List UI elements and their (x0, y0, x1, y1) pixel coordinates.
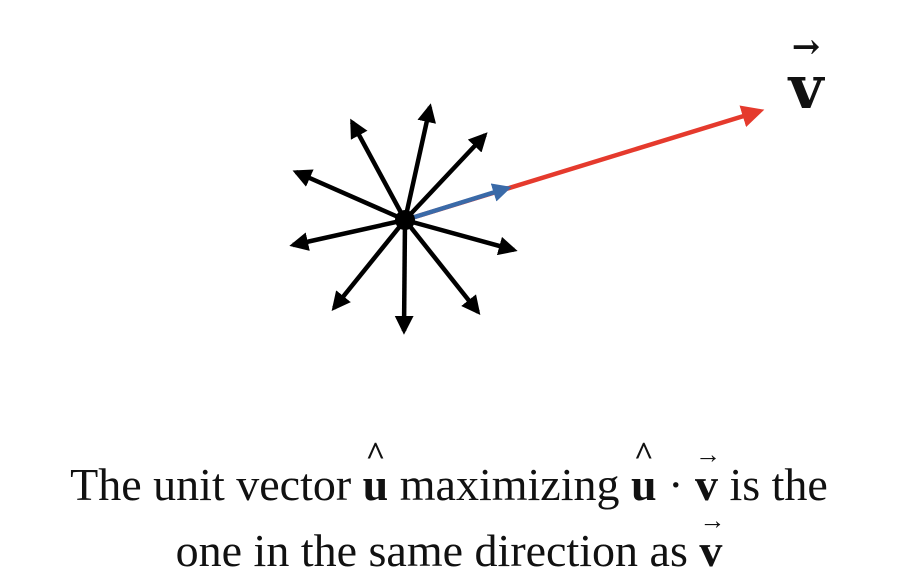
candidate-arrow-icon (331, 218, 407, 311)
candidate-arrow-icon (403, 218, 481, 315)
arrow-accent-icon: → (699, 506, 726, 535)
candidate-arrow-icon (394, 219, 414, 335)
caption-line-1: The unit vector ^u maximizing ^u · →v is… (0, 436, 898, 510)
candidate-unit-vectors (289, 103, 518, 335)
caption-text: one in the same direction as (175, 525, 700, 576)
v-label-arrow-icon: → (792, 27, 821, 67)
u-hat-symbol: ^u (631, 436, 657, 510)
v-vector-symbol: →v (694, 440, 721, 510)
candidate-arrow-icon (402, 103, 436, 221)
unit-vector-u-arrow (404, 183, 512, 223)
candidate-arrow-icon (403, 132, 488, 222)
caption-text: is the (717, 459, 828, 510)
arrow-accent-icon: → (694, 440, 721, 469)
candidate-arrow-icon (350, 118, 407, 222)
candidate-arrow-icon (289, 217, 406, 251)
dot-operator: · (656, 459, 695, 510)
caption-text: maximizing (388, 459, 632, 510)
v-label-letter: v (787, 53, 826, 123)
v-vector-symbol: →v (699, 506, 726, 576)
origin-dot (395, 210, 415, 230)
u-hat-symbol: ^u (362, 436, 389, 510)
hat-accent: ^ (365, 436, 386, 473)
hat-accent: ^ (633, 436, 654, 473)
candidate-arrow-icon (404, 217, 518, 256)
caption-line-2: one in the same direction as →v (0, 506, 898, 576)
candidate-arrow-icon (292, 169, 406, 223)
caption-text: The unit vector (70, 459, 363, 510)
v-label: → v (787, 27, 826, 123)
